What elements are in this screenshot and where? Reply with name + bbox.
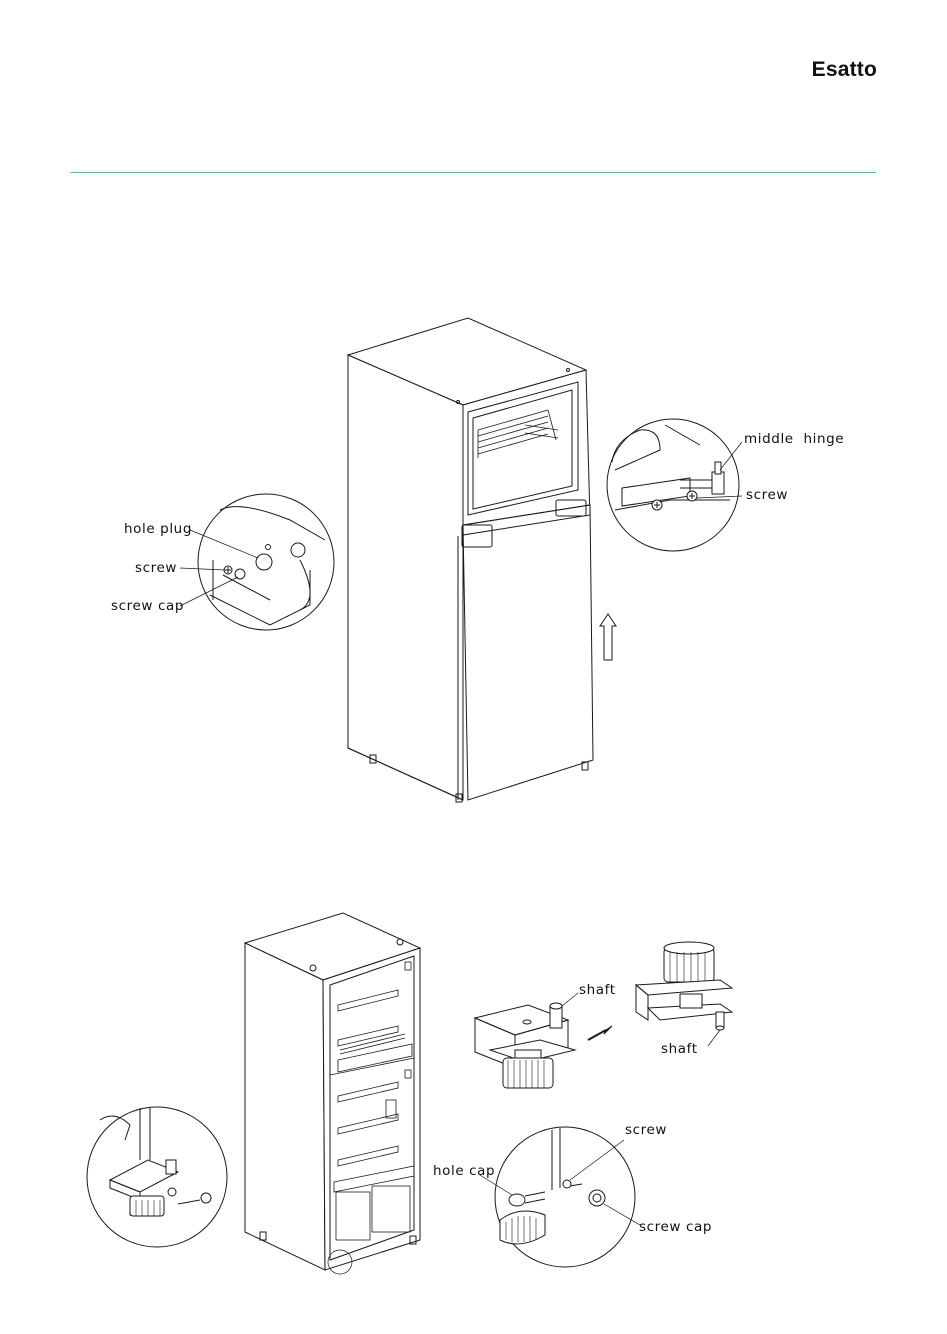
hinge-bracket-right [636, 942, 732, 1046]
label-hole-plug: hole plug [124, 521, 192, 537]
label-screw-cap: screw cap [639, 1219, 712, 1235]
detail-circle-bottom-left [87, 1107, 227, 1247]
label-hole-cap: hole cap [433, 1163, 495, 1179]
label-screw-cap-left: screw cap [111, 598, 184, 614]
label-middle-hinge: middle hinge [744, 431, 844, 447]
label-shaft-right: shaft [661, 1041, 698, 1057]
detail-circle-bottom-middle [480, 1127, 640, 1267]
detail-circle-left [180, 494, 334, 630]
hinge-bracket-left [475, 993, 612, 1088]
figure-2-fridge [245, 913, 420, 1274]
detail-circle-right [607, 419, 742, 551]
label-screw-right: screw [746, 487, 788, 503]
label-shaft-top: shaft [579, 982, 616, 998]
label-screw: screw [625, 1122, 667, 1138]
label-screw-left: screw [135, 560, 177, 576]
figure-1-fridge [348, 318, 616, 802]
